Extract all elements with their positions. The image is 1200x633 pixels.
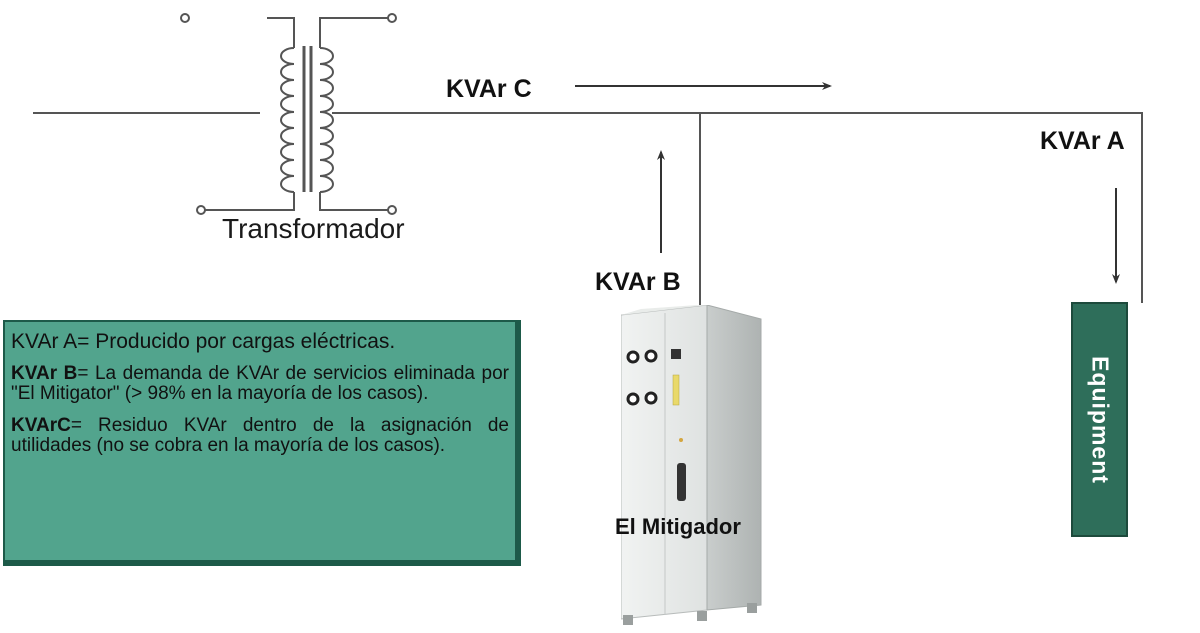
kvar-b-label: KVAr B: [595, 268, 681, 296]
mitigator-label: El Mitigador: [615, 514, 741, 539]
legend-box: KVAr A= Producido por cargas eléctricas.…: [3, 320, 521, 566]
legend-line-a: KVAr A= Producido por cargas eléctricas.: [11, 330, 396, 353]
terminal-top-left: [180, 13, 190, 23]
equipment-box: Equipment: [1071, 302, 1128, 537]
transformer-symbol: [203, 17, 390, 211]
equipment-label: Equipment: [1087, 355, 1113, 484]
kvar-a-label: KVAr A: [1040, 127, 1125, 155]
legend-term-c: KVArC: [11, 415, 71, 436]
terminal-bottom-left: [196, 205, 206, 215]
transformer-label: Transformador: [222, 213, 405, 244]
legend-text-b: = La demanda de KVAr de servicios elimin…: [11, 363, 509, 404]
kvar-c-label: KVAr C: [446, 75, 532, 103]
legend-line-b: KVAr B= La demanda de KVAr de servicios …: [11, 364, 509, 404]
mitigator-cabinet-image: [621, 305, 762, 625]
terminal-bottom-right: [387, 205, 397, 215]
legend-term-b: KVAr B: [11, 363, 78, 384]
legend-text-c: = Residuo KVAr dentro de la asignación d…: [11, 415, 509, 456]
legend-line-c: KVArC= Residuo KVAr dentro de la asignac…: [11, 416, 509, 456]
terminal-top-right: [387, 13, 397, 23]
